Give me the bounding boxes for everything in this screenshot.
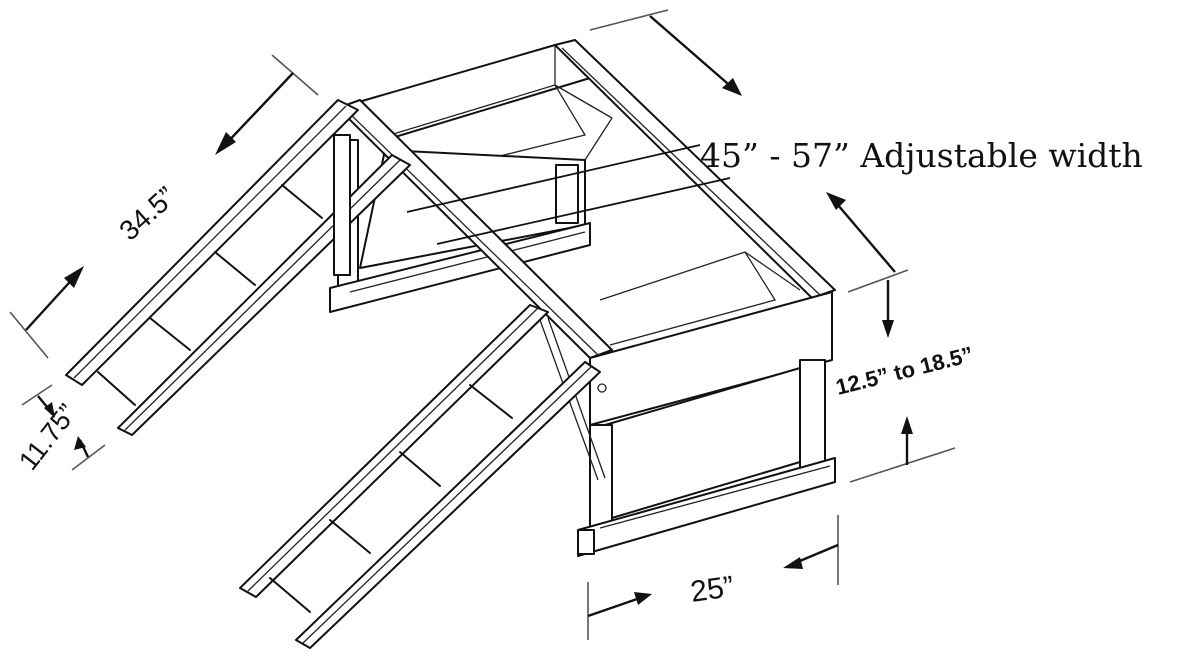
ramp-length-label: 34.5” [113,181,181,247]
dimension-ramp-length: 34.5” [9,54,319,359]
height-range-label: 12.5” to 18.5” [833,342,976,400]
right-ramp [239,304,601,649]
depth-label: 25” [688,570,736,609]
dimension-adjustable-width: 45” - 57” Adjustable width [406,9,1143,293]
left-ramp [65,99,411,436]
dimension-height-range: 12.5” to 18.5” [833,280,976,483]
dimension-depth: 25” [587,515,839,640]
front-platform [539,251,836,557]
adjustable-width-label: 45” - 57” Adjustable width [700,136,1143,175]
dimension-ramp-width: 11.75” [13,384,106,476]
